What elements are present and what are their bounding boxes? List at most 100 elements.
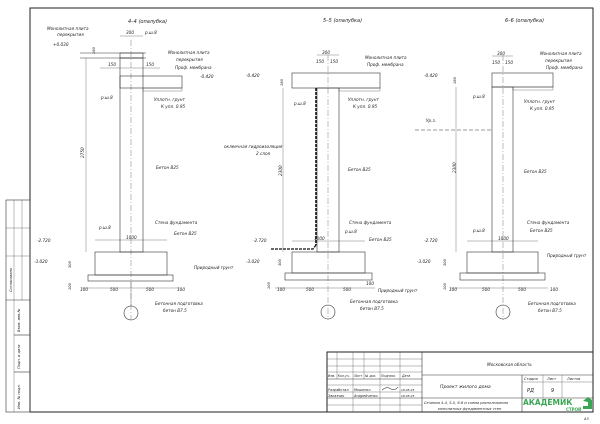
dim-slab: 180 <box>453 76 457 84</box>
dim-bottom: 500 <box>306 287 314 292</box>
dim-footing: 1000 <box>314 236 325 241</box>
axis-marker <box>123 305 139 321</box>
section-title: 6–6 (опалубка) <box>505 18 544 24</box>
floor-slab <box>491 72 554 88</box>
soil-label: Уплотн. грунт <box>154 97 185 102</box>
sheet-value: 9 <box>551 388 554 394</box>
section-6-6: 6–6 (опалубка) 300 150 150 180 Монолитна… <box>415 18 587 320</box>
wall-label: Стена фундамента <box>349 220 392 225</box>
prep-label-2: бетон B7.5 <box>360 306 384 311</box>
concrete-prep <box>284 272 373 281</box>
dim-footing-h: 300 <box>68 260 72 268</box>
sheet-title: Сечения 4-4, 5-5, 6-6 и схема расположен… <box>424 401 509 405</box>
header-date: Дата <box>401 374 410 378</box>
dim-half: 150 <box>146 62 154 67</box>
rebar-label: р.ш.8 <box>100 95 113 100</box>
header-signature: Подпись <box>381 374 395 378</box>
rebar-label: р.ш.8 <box>472 228 485 233</box>
slab-label-2: перекрытия <box>57 32 84 37</box>
dim-footing-h: 300 <box>278 258 282 266</box>
concrete-label: Бетон B25 <box>174 231 197 236</box>
dim-height: 2300 <box>452 162 457 173</box>
concrete-label: Бетон B25 <box>369 237 392 242</box>
project-name: Проект жилого дома <box>440 384 491 390</box>
soil-label-2: К упл. 0.95 <box>530 106 555 111</box>
foundation-wall <box>491 86 514 253</box>
concrete-label: Бетон B25 <box>156 165 179 170</box>
section-4-4: 4–4 (опалубка) Монолитная плита перекрыт… <box>34 19 234 321</box>
region: Московская область <box>487 362 532 367</box>
membrane-label: Проф. мембрана <box>367 62 404 67</box>
dim-bottom: 500 <box>482 287 490 292</box>
inv-orig-label: Инв. № подл. <box>17 384 21 409</box>
slab-label: Монолитная плита <box>168 50 210 55</box>
header-doc: № док. <box>364 374 376 378</box>
name-customer: Андрейченко <box>353 394 378 398</box>
floor-slab <box>291 72 381 89</box>
stage-header: Стадия <box>524 377 539 381</box>
elevation-mark: -3.020 <box>246 259 260 264</box>
company-logo: АКАДЕМИК СТРОЙ <box>523 397 592 412</box>
rebar-label: р.ш.8 <box>98 225 111 230</box>
sheet-title-2: монолитных фундаментных стен <box>438 407 502 411</box>
elevation-mark: -2.720 <box>424 238 438 243</box>
dim-height: 2300 <box>278 165 283 176</box>
soil-label: Уплотн. грунт <box>348 97 379 102</box>
membrane <box>338 87 381 92</box>
header-sheet: Лист <box>353 374 362 378</box>
ground-level-label: Ур.з. <box>426 118 436 123</box>
dim-prep-h: 100 <box>68 282 72 290</box>
dim-bottom: 100 <box>80 287 88 292</box>
dim-bottom: 100 <box>366 281 374 286</box>
top-slab <box>119 52 144 59</box>
membrane-label: Проф. мембрана <box>175 65 212 70</box>
elevation-mark: -3.020 <box>417 259 431 264</box>
prep-label: Бетонная подготовка <box>155 301 203 306</box>
dim-wall: 300 <box>126 30 134 35</box>
dim-half: 150 <box>505 60 513 65</box>
sheets-header: Листов <box>566 377 580 381</box>
agreed-label: Согласовано <box>9 267 13 292</box>
prep-label-2: бетон B7.5 <box>163 308 187 313</box>
concrete-prep <box>87 274 174 282</box>
dim-prep-h: 100 <box>267 281 271 289</box>
section-title: 5–5 (опалубка) <box>323 18 362 24</box>
soil-label-2: К упл. 0.95 <box>161 104 186 109</box>
date-customer: 18.05.25 <box>401 394 414 398</box>
soil-label-2: К упл. 0.95 <box>353 104 378 109</box>
concrete-label: Бетон B25 <box>524 169 547 174</box>
rebar-label: р.ш.8 <box>472 94 485 99</box>
floor-slab <box>119 75 183 89</box>
dim-slab: 180 <box>280 78 284 86</box>
logo-text: АКАДЕМИК <box>523 398 573 407</box>
elevation-mark: -2.720 <box>253 238 267 243</box>
dim-wall: 300 <box>497 51 505 56</box>
foundation-wall <box>119 57 144 253</box>
section-5-5: 5–5 (опалубка) 300 150 150 180 Монолитна… <box>224 18 418 320</box>
sheet-format: А3 <box>583 417 589 421</box>
dim-bottom: 500 <box>518 287 526 292</box>
soil-label: Природный грунт <box>378 288 418 293</box>
rebar-label: р.ш.8 <box>144 30 157 35</box>
slab-label-2: перекрытия <box>545 58 572 63</box>
role-developer: Разработал <box>328 388 349 392</box>
header-count: Кол.уч. <box>338 374 350 378</box>
dim-footing-h: 300 <box>443 258 447 266</box>
axis-marker <box>495 304 511 320</box>
signature <box>381 386 399 391</box>
elevation-mark: -2.720 <box>37 238 51 243</box>
rebar-label: р.ш.8 <box>293 101 306 106</box>
dim-bottom: 100 <box>277 287 285 292</box>
dim-slab: 180 <box>92 46 96 54</box>
sheet-header: Лист <box>546 377 557 381</box>
soil-label: Природный грунт <box>547 253 587 258</box>
side-stamp: Согласовано Взам. инв.№ Подп. и дата Инв… <box>5 199 31 413</box>
replace-inv-label: Взам. инв.№ <box>17 308 21 332</box>
dim-wall: 300 <box>322 50 330 55</box>
sign-date-label: Подп. и дата <box>17 345 21 369</box>
membrane-label: Проф. мембрана <box>546 65 583 70</box>
elevation-mark: -3.020 <box>34 259 48 264</box>
slab-label: Монолитная плита <box>47 26 89 31</box>
stage-value: РД <box>527 388 534 394</box>
soil-label: Природный грунт <box>194 265 234 270</box>
